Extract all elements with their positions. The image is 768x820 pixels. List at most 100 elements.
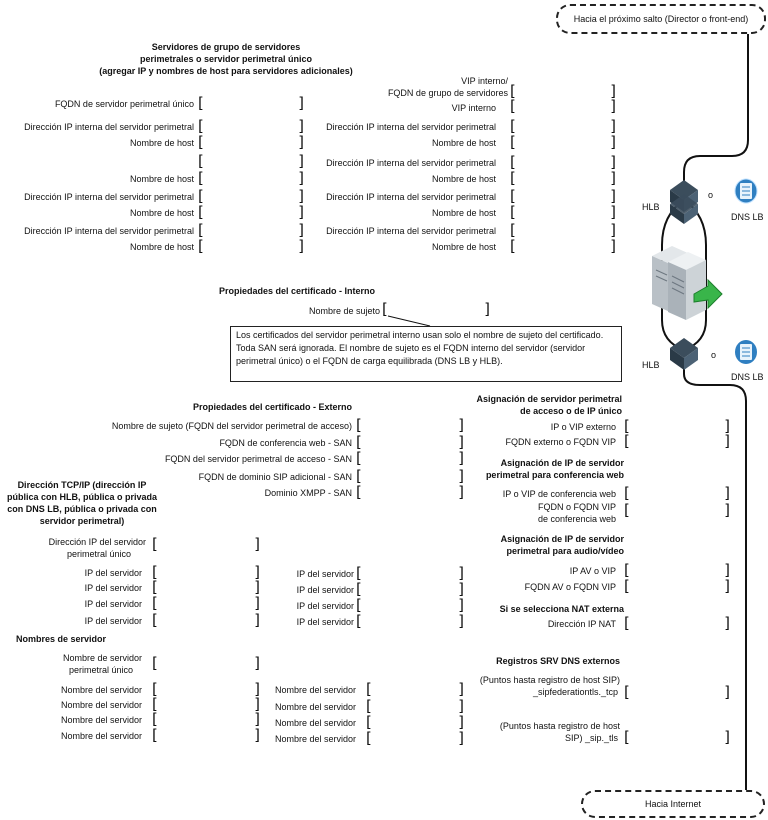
bracket-close-icon: ] (724, 501, 730, 519)
nat-ip-field[interactable]: [] (624, 616, 730, 631)
server-ip-label-2: IP del servidor (84, 583, 142, 593)
server-name-field-1[interactable]: [] (152, 682, 260, 697)
srv-fed-field[interactable]: [] (624, 685, 730, 700)
bracket-open-icon: [ (510, 117, 516, 135)
server-ip-field-2[interactable]: [] (152, 580, 260, 595)
server-ip-field-r3[interactable]: [] (356, 598, 464, 613)
server-name-field-3[interactable]: [] (152, 712, 260, 727)
bracket-close-icon: ] (298, 203, 304, 221)
server-name-field-r1[interactable]: [] (366, 682, 464, 697)
pool-heading-line-3: (agregar IP y nombres de host para servi… (99, 66, 353, 76)
bracket-open-icon: [ (624, 728, 630, 746)
bracket-open-icon: [ (152, 726, 158, 744)
server-name-field-r3[interactable]: [] (366, 715, 464, 730)
bracket-close-icon: ] (610, 169, 616, 187)
cert-ext-access-field[interactable]: [] (356, 451, 464, 466)
host-name-field-1[interactable]: [] (198, 135, 304, 150)
server-ip-field-r2[interactable]: [] (356, 582, 464, 597)
bracket-open-icon: [ (198, 169, 204, 187)
host-name-field-4[interactable]: [] (198, 239, 304, 254)
bracket-open-icon: [ (356, 449, 362, 467)
host-name-label-2: Nombre de host (129, 174, 194, 184)
bracket-open-icon: [ (366, 729, 372, 747)
server-name-label-3: Nombre del servidor (60, 715, 142, 725)
srv-heading: Registros SRV DNS externos (496, 656, 620, 666)
bracket-open-icon: [ (366, 680, 372, 698)
av-ip-field[interactable]: [] (624, 563, 730, 578)
bracket-close-icon: ] (254, 578, 260, 596)
internal-ip-field-3[interactable]: [] (198, 223, 304, 238)
internal-ip-label-r4: Dirección IP interna del servidor perime… (326, 226, 496, 236)
bracket-close-icon: ] (724, 577, 730, 595)
bracket-open-icon: [ (624, 614, 630, 632)
bracket-open-icon: [ (198, 187, 204, 205)
bracket-open-icon: [ (152, 611, 158, 629)
webconf-fqdn-label-line-2: de conferencia web (537, 514, 616, 524)
av-assign-heading-line-1: Asignación de IP de servidor (500, 534, 624, 544)
bracket-close-icon: ] (254, 726, 260, 744)
internal-ip-field-r1[interactable]: [] (510, 119, 616, 134)
server-ip-field-4[interactable]: [] (152, 613, 260, 628)
cert-internal-subject-field[interactable]: [] (382, 302, 490, 317)
bracket-close-icon: ] (724, 683, 730, 701)
single-ip-label-line-2: perimetral único (66, 549, 131, 559)
bracket-open-icon: [ (198, 152, 204, 170)
host-name-field-r3[interactable]: [] (510, 205, 616, 220)
server-name-field-r2[interactable]: [] (366, 699, 464, 714)
single-name-label-line-2: perimetral único (68, 665, 133, 675)
blank-field-1[interactable]: [] (198, 154, 304, 169)
cert-ext-webconf-field[interactable]: [] (356, 435, 464, 450)
host-name-field-2[interactable]: [] (198, 171, 304, 186)
server-name-field-2[interactable]: [] (152, 697, 260, 712)
internal-ip-field-r3[interactable]: [] (510, 189, 616, 204)
av-fqdn-field[interactable]: [] (624, 579, 730, 594)
bracket-close-icon: ] (298, 152, 304, 170)
bracket-open-icon: [ (510, 221, 516, 239)
bracket-close-icon: ] (254, 563, 260, 581)
host-name-label-r2: Nombre de host (431, 174, 496, 184)
internal-ip-field-r4[interactable]: [] (510, 223, 616, 238)
internal-ip-label-2: Dirección IP interna del servidor perime… (24, 192, 194, 202)
webconf-fqdn-field[interactable]: [] (624, 503, 730, 518)
internal-ip-label-3: Dirección IP interna del servidor perime… (24, 226, 194, 236)
cert-ext-subject-field[interactable]: [] (356, 418, 464, 433)
bracket-close-icon: ] (610, 187, 616, 205)
srv-fed-label-line-1: (Puntos hasta registro de host SIP) (479, 675, 620, 685)
internal-ip-field-1[interactable]: [] (198, 119, 304, 134)
server-ip-field-3[interactable]: [] (152, 596, 260, 611)
server-ip-field-1[interactable]: [] (152, 565, 260, 580)
bracket-close-icon: ] (610, 133, 616, 151)
srv-tls-field[interactable]: [] (624, 730, 730, 745)
host-name-field-r1[interactable]: [] (510, 135, 616, 150)
single-edge-fqdn-field[interactable]: [] (198, 96, 304, 111)
host-name-label-r1: Nombre de host (431, 138, 496, 148)
ext-ip-field[interactable]: [] (624, 419, 730, 434)
vip-internal-fqdn-field[interactable]: [] (510, 84, 616, 99)
bracket-close-icon: ] (458, 612, 464, 630)
host-name-field-r4[interactable]: [] (510, 239, 616, 254)
bracket-close-icon: ] (484, 300, 490, 318)
cert-ext-xmpp-label: Dominio XMPP - SAN (264, 488, 352, 498)
dns-lb-icon-top (734, 178, 758, 204)
bracket-open-icon: [ (152, 563, 158, 581)
ext-fqdn-field[interactable]: [] (624, 434, 730, 449)
server-ip-field-r1[interactable]: [] (356, 566, 464, 581)
server-ip-label-r3: IP del servidor (296, 601, 354, 611)
server-name-field-r4[interactable]: [] (366, 731, 464, 746)
cert-ext-sip-field[interactable]: [] (356, 469, 464, 484)
server-ip-field-r4[interactable]: [] (356, 614, 464, 629)
single-ip-field[interactable]: [] (152, 537, 260, 552)
vip-internal-field[interactable]: [] (510, 99, 616, 114)
host-name-field-r2[interactable]: [] (510, 171, 616, 186)
host-name-field-3[interactable]: [] (198, 205, 304, 220)
cert-ext-xmpp-field[interactable]: [] (356, 485, 464, 500)
vip-internal-fqdn-line-1: VIP interno/ (461, 76, 508, 86)
server-name-field-4[interactable]: [] (152, 728, 260, 743)
bracket-open-icon: [ (198, 94, 204, 112)
hlb-label-bottom: HLB (642, 360, 660, 370)
internal-ip-field-r2[interactable]: [] (510, 155, 616, 170)
bracket-open-icon: [ (198, 133, 204, 151)
internal-ip-field-2[interactable]: [] (198, 189, 304, 204)
webconf-ip-field[interactable]: [] (624, 486, 730, 501)
single-name-field[interactable]: [] (152, 656, 260, 671)
